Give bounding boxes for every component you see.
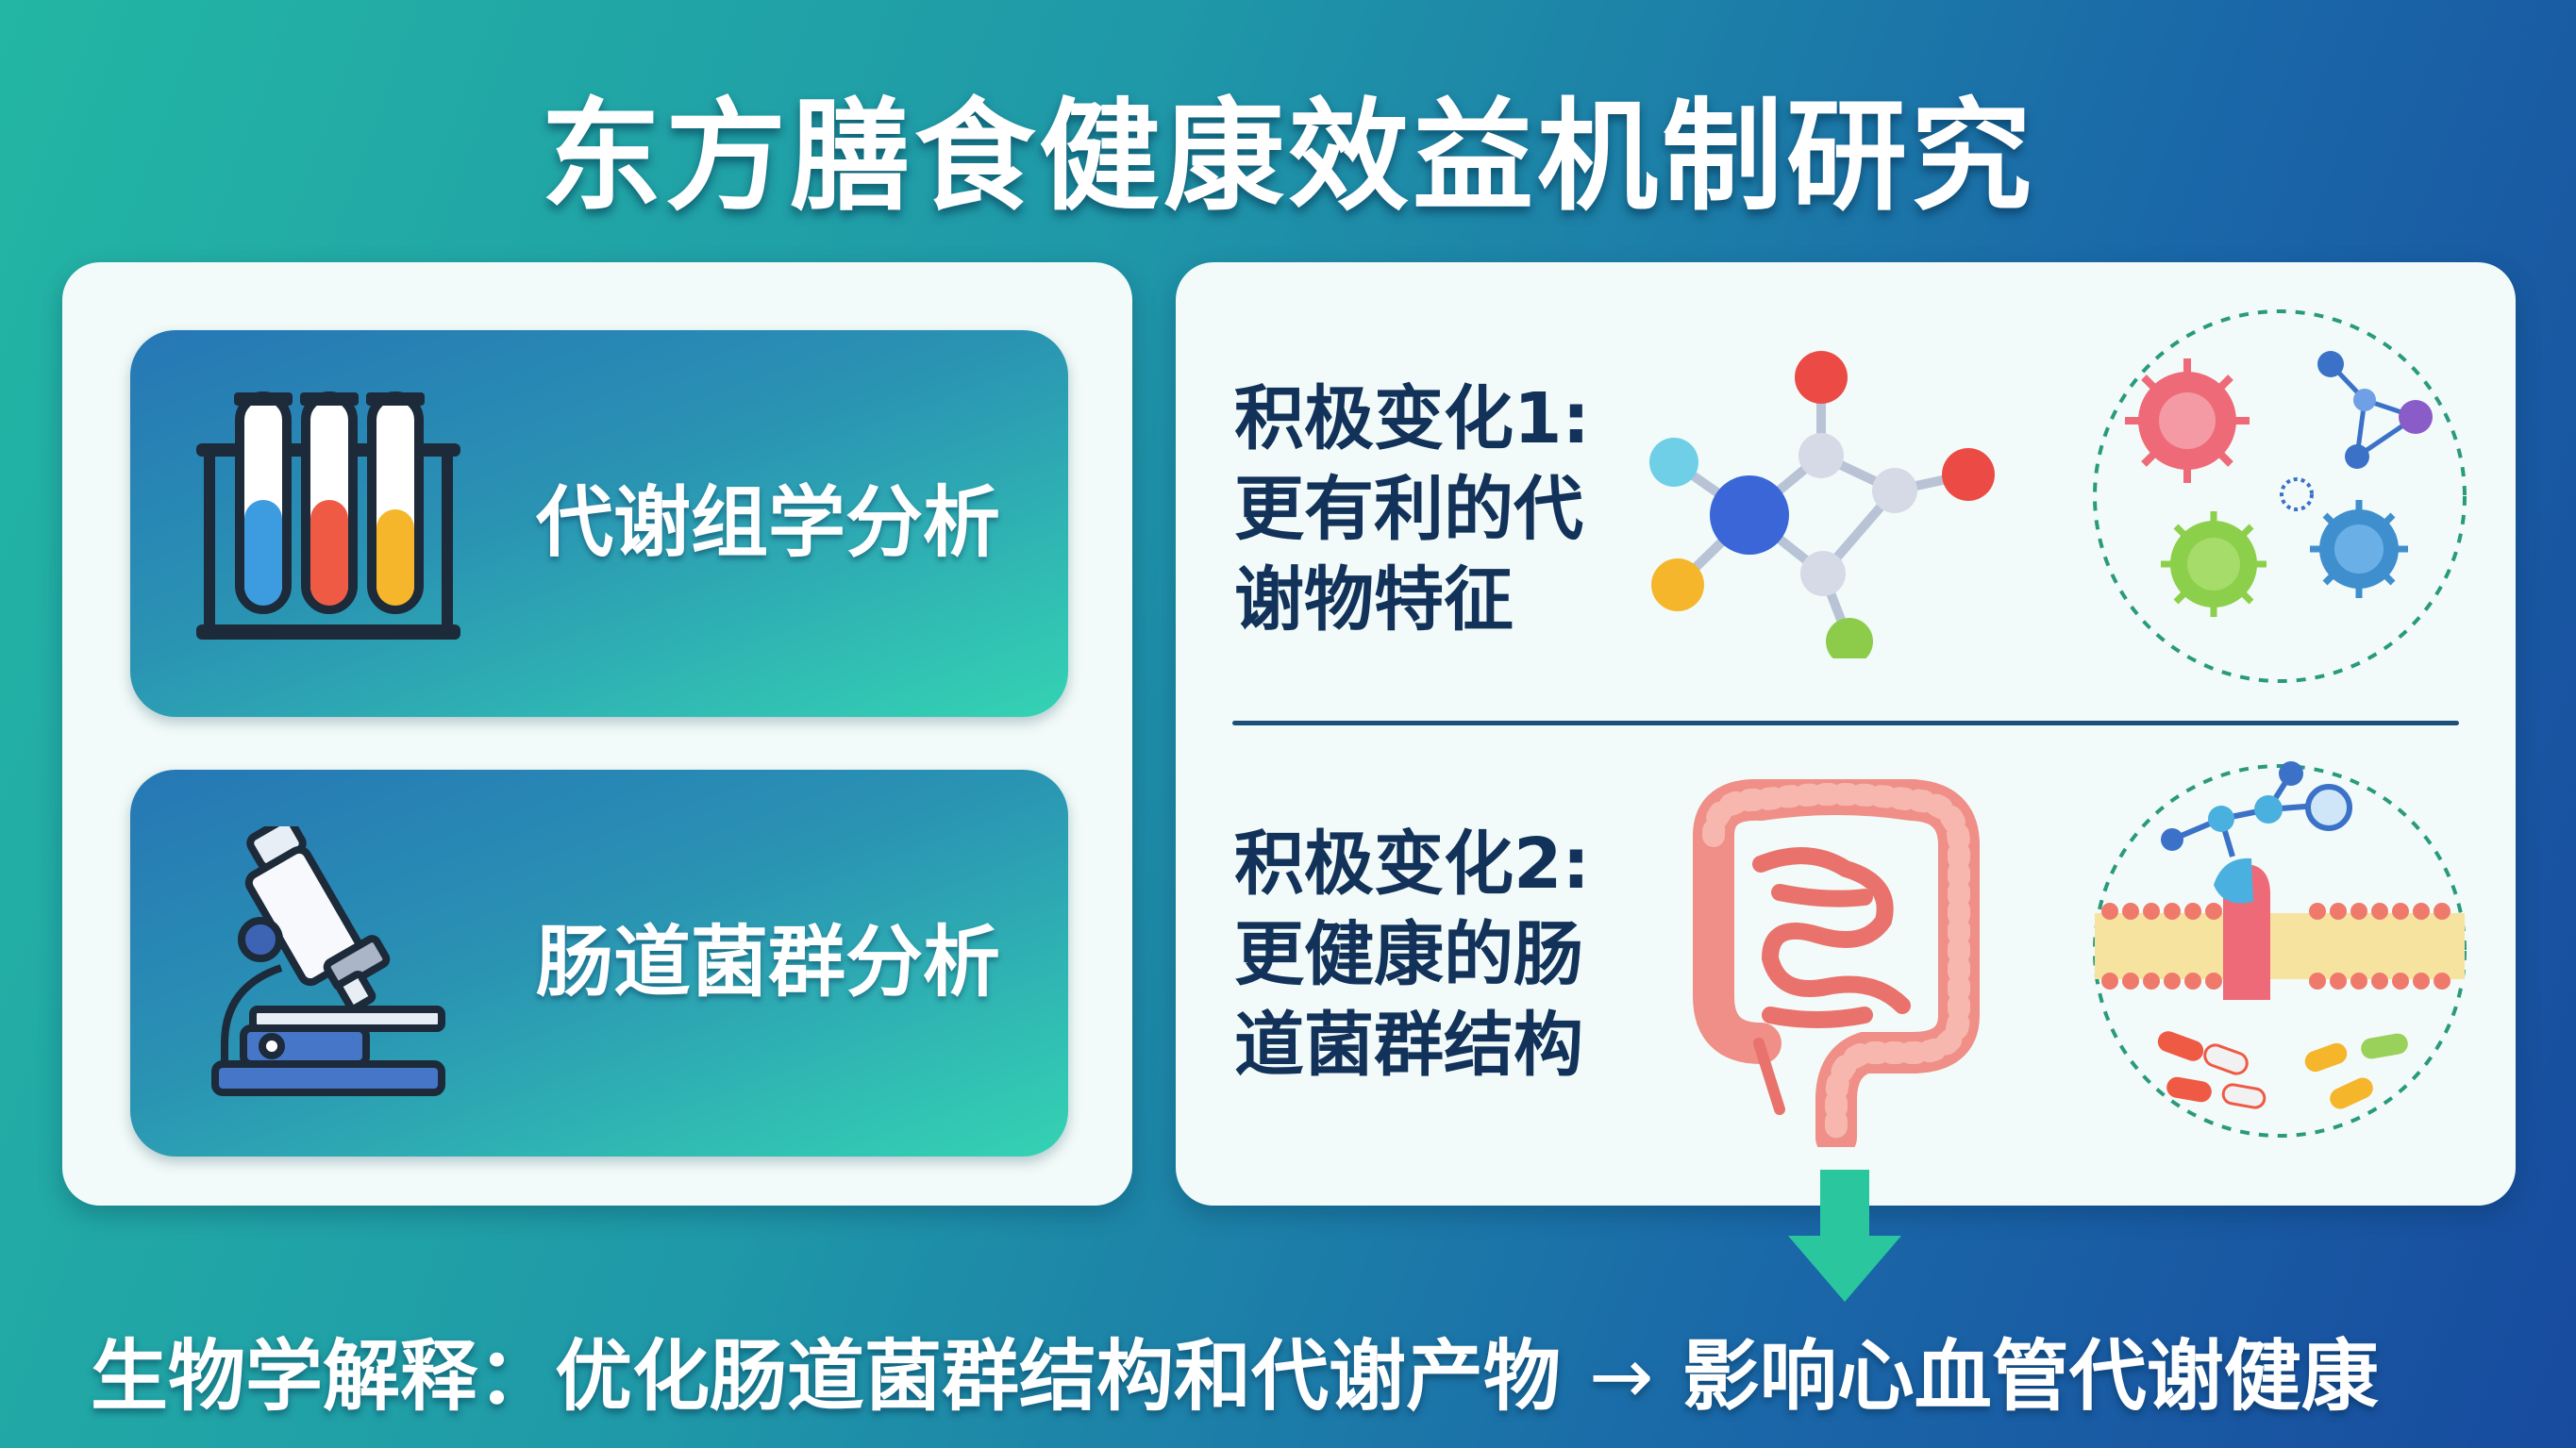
change-2-line-2: 更健康的肠 [1234, 914, 1583, 995]
positive-changes-panel: 积极变化1: 更有利的代 谢物特征 [1176, 262, 2516, 1206]
change-2-line-1: 积极变化2: [1234, 824, 1591, 905]
microbiome-card: 肠道菌群分析 [130, 770, 1068, 1157]
explanation-suffix: 影响心血管代谢健康 [1681, 1332, 2379, 1422]
metabolomics-label: 代谢组学分析 [536, 478, 1001, 568]
biological-explanation: 生物学解释：优化肠道菌群结构和代谢产物 → 影响心血管代谢健康 [91, 1313, 2379, 1425]
intestine-icon [1693, 779, 1980, 1147]
analysis-methods-panel: 代谢组学分析 肠道菌群分析 [62, 262, 1132, 1206]
microscope-icon [211, 826, 445, 1096]
change-1-line-1: 积极变化1: [1234, 378, 1591, 459]
change-1-line-3: 谢物特征 [1234, 559, 1514, 641]
change-2-line-3: 道菌群结构 [1234, 1005, 1583, 1086]
section-divider [1232, 721, 2459, 725]
positive-change-2-text: 积极变化2: 更健康的肠 道菌群结构 [1234, 819, 1631, 1090]
change-1-line-2: 更有利的代 [1234, 469, 1583, 550]
down-arrow-icon [1788, 1170, 1901, 1302]
molecule-icon [1649, 351, 1995, 658]
microbiome-label: 肠道菌群分析 [536, 918, 1001, 1007]
test-tubes-icon [196, 391, 460, 640]
right-arrow-icon: → [1589, 1332, 1654, 1422]
metabolomics-card: 代谢组学分析 [130, 330, 1068, 717]
explanation-prefix: 生物学解释：优化肠道菌群结构和代谢产物 [91, 1332, 1562, 1422]
microbes-icon [2093, 309, 2467, 683]
page-title: 东方膳食健康效益机制研究 [540, 87, 2035, 227]
positive-change-1-text: 积极变化1: 更有利的代 谢物特征 [1234, 374, 1631, 645]
cell-membrane-icon [2093, 761, 2467, 1138]
